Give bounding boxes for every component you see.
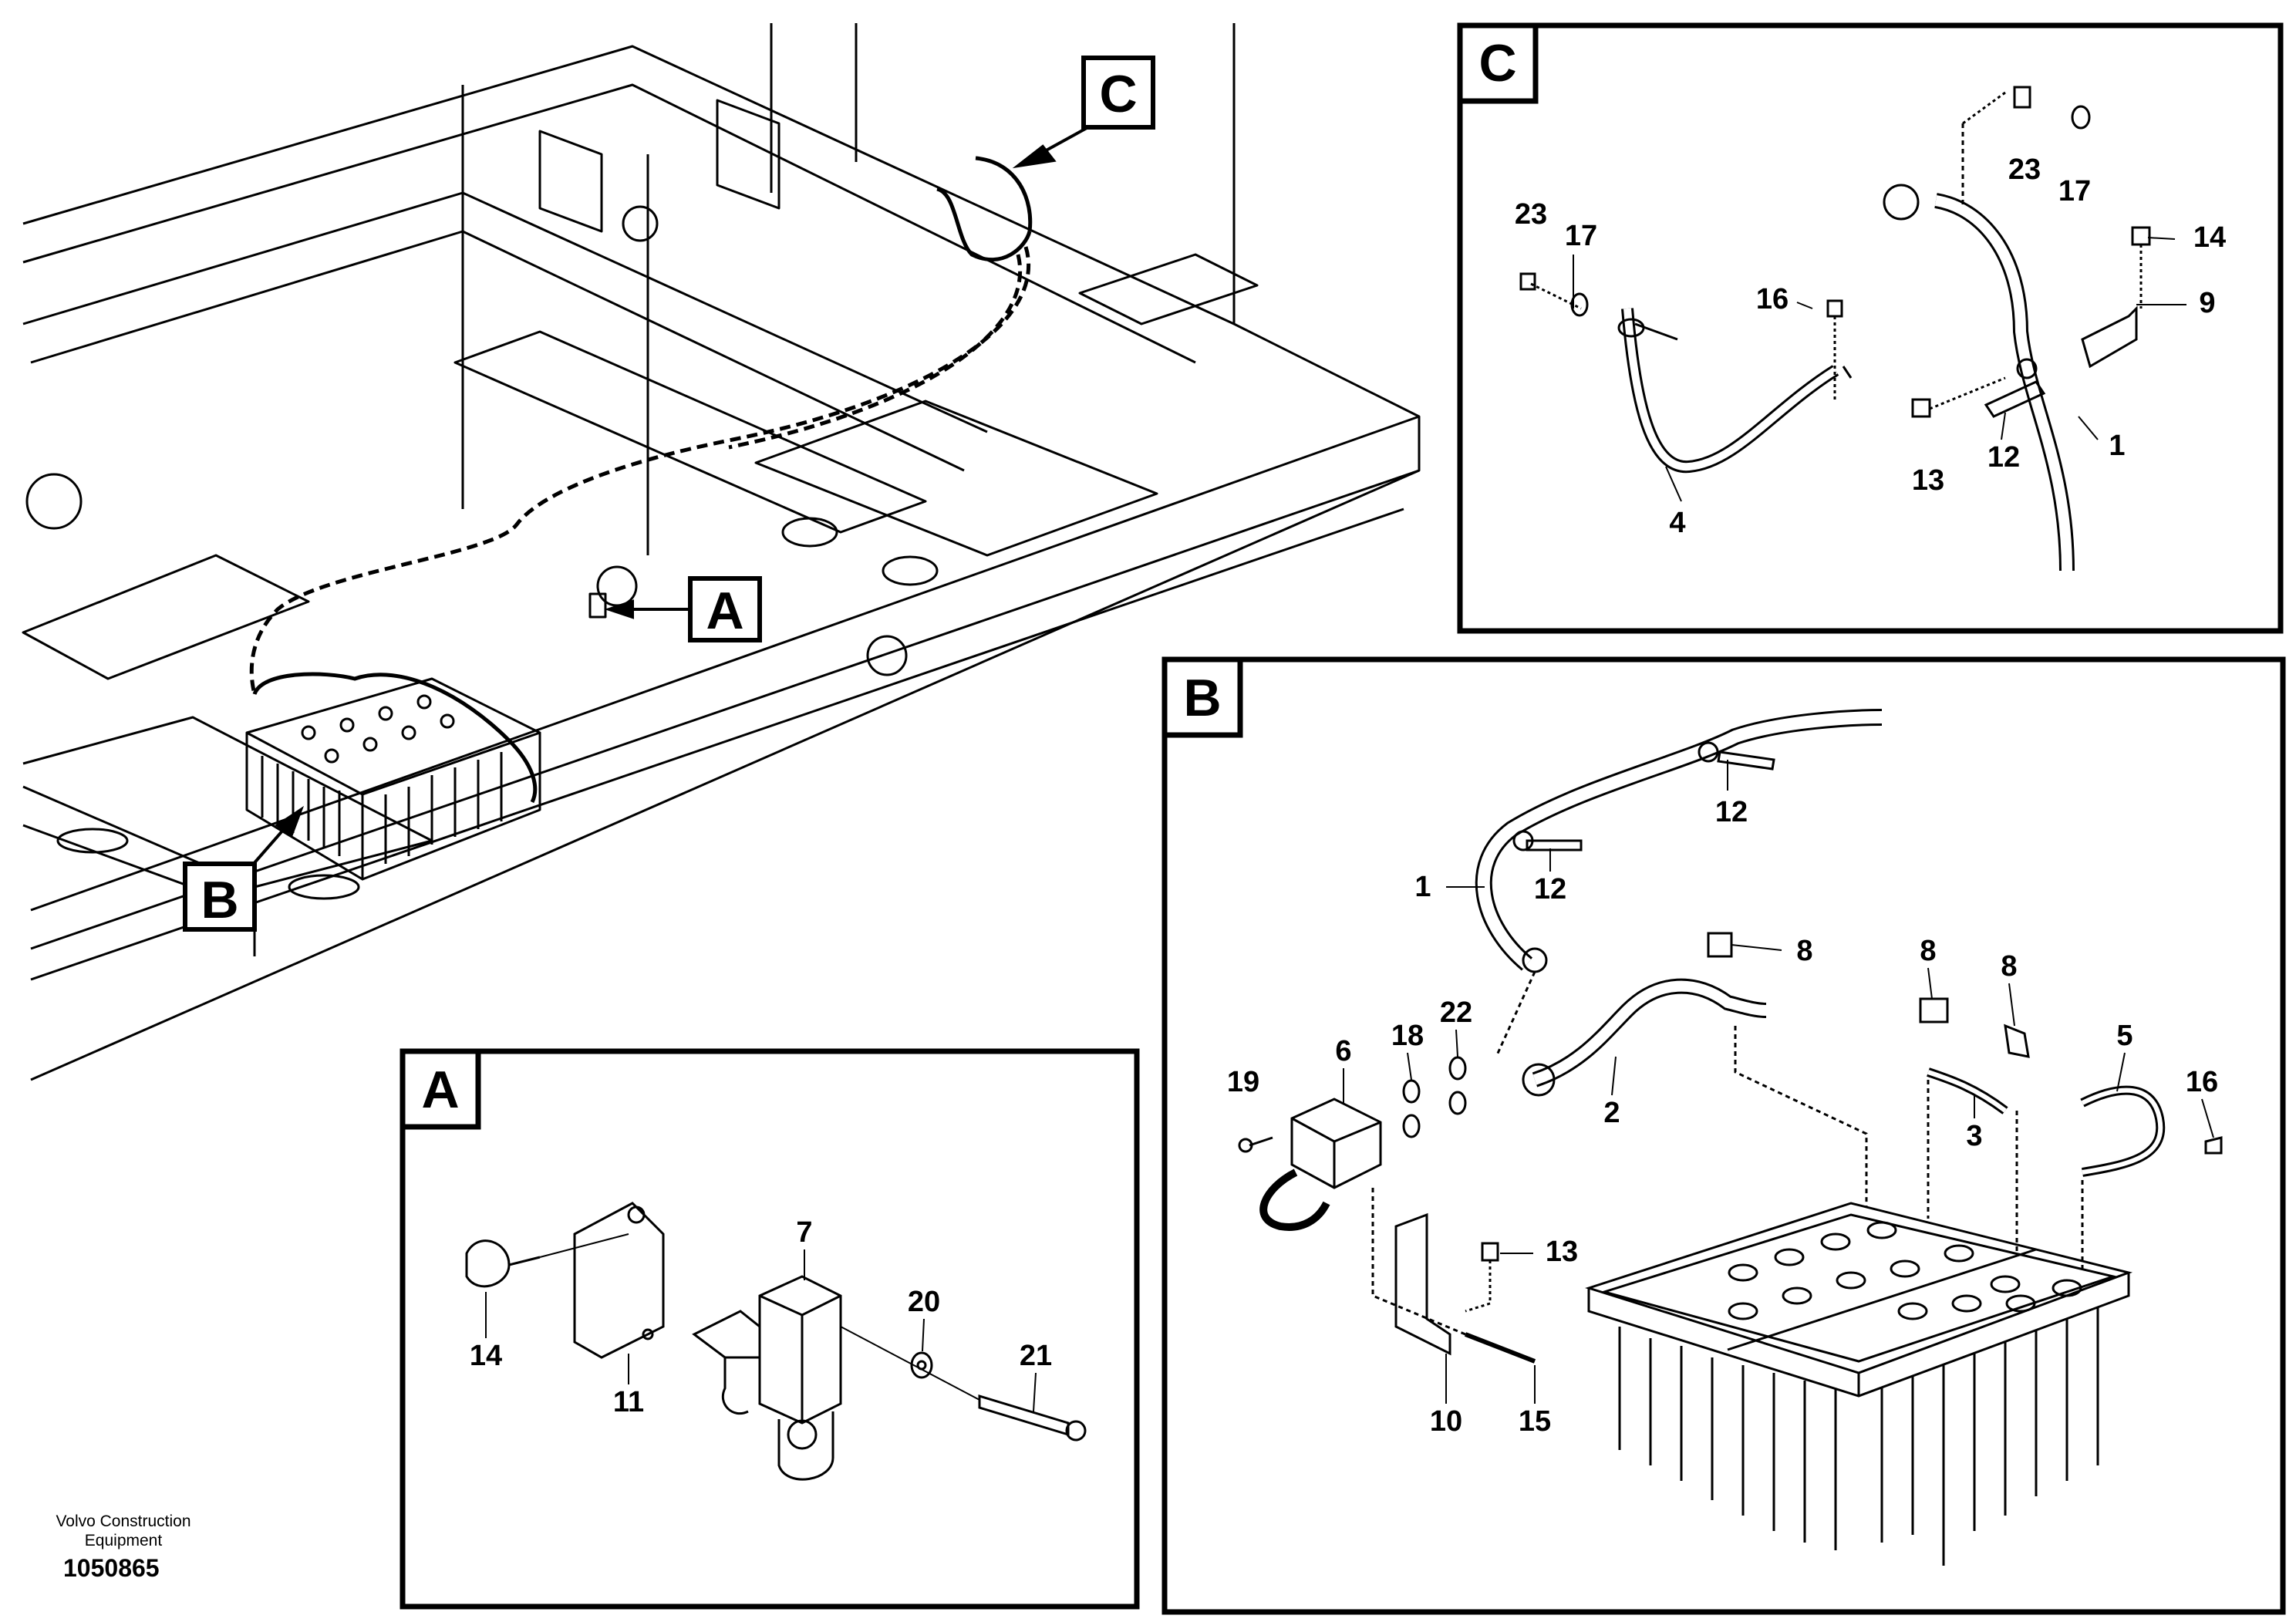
label-b-2: 2	[1603, 1097, 1620, 1129]
label-b-1: 1	[1414, 871, 1431, 903]
detail-a-letter: A	[421, 1061, 459, 1119]
labels-c: 23 17 23 17 16 14 9 13 12 1 4	[1515, 153, 2226, 539]
label-b-8-b: 8	[1920, 935, 1936, 967]
label-b-5: 5	[2116, 1020, 2132, 1052]
label-b-10: 10	[1430, 1405, 1462, 1438]
callout-box-c[interactable]: C	[1081, 56, 1155, 130]
label-b-8-a: 8	[1796, 935, 1812, 967]
detail-b-letter: B	[1183, 669, 1221, 727]
callout-a-label: A	[706, 582, 743, 640]
callout-box-b[interactable]: B	[183, 862, 257, 932]
callout-b-label: B	[201, 871, 238, 929]
label-a-20: 20	[908, 1286, 940, 1318]
callout-box-a[interactable]: A	[688, 576, 762, 642]
label-c-23-left: 23	[1515, 198, 1547, 231]
label-b-8-c: 8	[2001, 950, 2017, 983]
label-c-23-top: 23	[2008, 153, 2041, 186]
credit-line-2: Equipment	[84, 1532, 163, 1549]
label-a-21: 21	[1020, 1340, 1052, 1372]
label-c-13: 13	[1912, 464, 1944, 497]
label-c-16: 16	[1756, 283, 1789, 315]
detail-c: C	[1457, 22, 2284, 634]
credit-line-1: Volvo Construction	[56, 1512, 191, 1530]
label-a-14: 14	[470, 1340, 502, 1372]
label-c-4: 4	[1669, 507, 1685, 539]
detail-b: B	[1161, 656, 2286, 1615]
label-c-17-top: 17	[2058, 175, 2091, 207]
label-b-22: 22	[1440, 996, 1472, 1029]
label-b-6: 6	[1335, 1035, 1351, 1067]
label-c-9: 9	[2199, 287, 2215, 319]
label-b-19: 19	[1227, 1066, 1259, 1098]
callout-leaders	[245, 122, 1096, 873]
label-a-7: 7	[796, 1216, 812, 1249]
label-c-14: 14	[2193, 221, 2226, 254]
label-b-18: 18	[1391, 1020, 1424, 1052]
publisher-credit: Volvo Construction Equipment	[23, 1512, 224, 1550]
label-b-12-right: 12	[1715, 796, 1748, 828]
label-b-16: 16	[2186, 1066, 2218, 1098]
label-b-13: 13	[1546, 1236, 1578, 1268]
labels-a: 7 14 20 21 11	[470, 1216, 1052, 1418]
document-number: 1050865	[63, 1554, 160, 1582]
label-c-1: 1	[2109, 430, 2125, 462]
callout-c-label: C	[1099, 65, 1137, 123]
detail-c-letter: C	[1478, 34, 1516, 93]
label-c-17-left: 17	[1565, 220, 1597, 252]
label-b-12-left: 12	[1534, 873, 1566, 905]
labels-b: 12 12 1 8 8 8 6 18 22 19 2 3 5 16 13 10 …	[1227, 796, 2218, 1438]
label-b-3: 3	[1966, 1120, 1982, 1152]
label-a-11: 11	[613, 1386, 644, 1418]
label-b-15: 15	[1519, 1405, 1551, 1438]
label-c-12: 12	[1988, 441, 2020, 474]
main-frame-illustration	[22, 23, 1421, 1081]
main-cable-route	[249, 156, 1033, 804]
detail-a: A 7 14 20	[400, 1048, 1140, 1610]
